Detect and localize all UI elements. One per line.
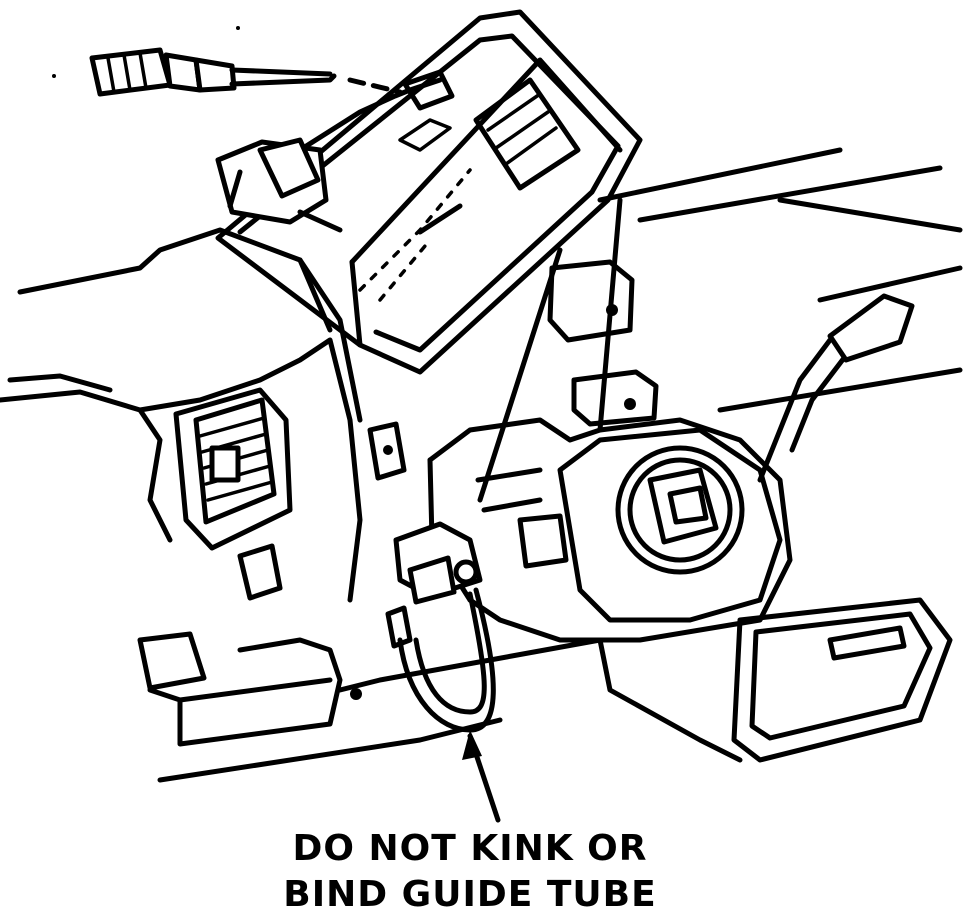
steering-column <box>385 197 793 649</box>
dash-pad <box>0 147 963 603</box>
air-vent <box>173 387 293 551</box>
screwdriver-icon <box>89 47 403 97</box>
callout-line-1: DO NOT KINK OR <box>292 828 648 869</box>
stalk-lever <box>757 293 915 483</box>
guide-tube-callout: DO NOT KINK OR BIND GUIDE TUBE <box>250 826 690 918</box>
cluster-connector <box>215 137 343 233</box>
instrument-cluster <box>215 9 643 375</box>
callout-line-2: BIND GUIDE TUBE <box>283 874 657 915</box>
leader-arrow <box>462 730 501 823</box>
lower-panel <box>147 597 953 783</box>
